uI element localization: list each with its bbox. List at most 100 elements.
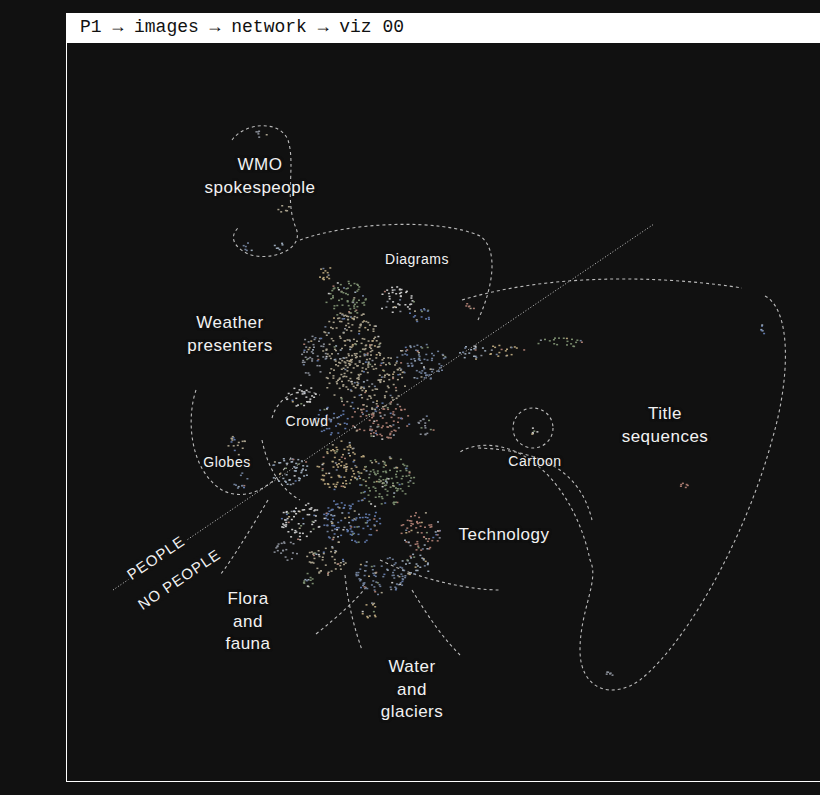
image-dot [326,356,328,358]
cluster-label: Weather presenters [165,312,295,358]
image-dot [427,347,429,349]
image-dot [295,480,297,482]
image-dot [424,425,426,427]
image-dot [304,339,306,341]
image-dot [292,552,294,554]
image-dot [332,328,334,330]
image-dot [410,572,412,574]
image-dot [506,355,508,357]
image-dot [356,365,358,367]
image-dot [306,465,308,467]
image-dot [305,469,307,471]
image-dot [408,531,410,533]
image-dot [333,537,335,539]
image-dot [482,347,484,349]
image-dot [349,364,351,366]
image-dot [311,360,313,362]
image-dot [348,380,350,382]
image-dot [325,358,327,360]
image-dot [400,573,402,575]
image-dot [364,541,366,543]
image-dot [356,382,358,384]
image-dot [290,536,292,538]
image-dot [363,338,365,340]
image-dot [369,615,371,617]
image-dot [409,563,411,565]
image-dot [278,481,280,483]
image-dot [439,537,441,539]
image-dot [402,576,404,578]
image-dot [428,548,430,550]
image-dot [383,408,385,410]
image-dot [360,325,362,327]
image-dot [407,365,409,367]
image-dot [314,339,316,341]
image-dot [361,397,363,399]
image-dot [354,292,356,294]
image-dot [353,386,355,388]
image-dot [362,528,364,530]
image-dot [347,323,349,325]
image-dot [333,483,335,485]
image-dot [394,569,396,571]
image-dot [346,401,348,403]
image-dot [310,340,312,342]
image-dot [307,585,309,587]
image-dot [313,555,315,557]
image-dot [374,394,376,396]
image-dot [408,475,410,477]
image-dot [338,289,340,291]
image-dot [379,481,381,483]
image-dot [378,479,380,481]
image-dot [348,517,350,519]
image-dot [368,340,370,342]
image-dot [281,543,283,545]
image-dot [336,305,338,307]
image-dot [343,507,345,509]
image-dot [365,368,367,370]
image-dot [313,344,315,346]
image-dot [278,462,280,464]
image-dot [244,441,246,443]
image-dot [237,445,239,447]
image-dot [396,490,398,492]
image-dot [278,543,280,545]
image-dot [314,558,316,560]
image-dot [470,308,472,310]
image-dot [465,305,467,307]
image-dot [329,419,331,421]
image-dot [365,298,367,300]
image-dot [341,398,343,400]
image-dot [563,338,565,340]
image-dot [357,384,359,386]
image-dot [359,429,361,431]
image-dot [406,465,408,467]
image-dot [370,471,372,473]
image-dot [349,349,351,351]
image-dot [292,459,294,461]
image-dot [387,407,389,409]
image-dot [408,424,410,426]
image-dot [354,397,356,399]
image-dot [362,613,364,615]
image-dot [326,451,328,453]
image-dot [341,348,343,350]
image-dot [337,365,339,367]
image-dot [334,452,336,454]
image-dot [367,517,369,519]
image-dot [368,514,370,516]
image-dot [532,427,534,429]
image-dot [475,357,477,359]
image-dot [313,528,315,530]
image-dot [410,516,412,518]
image-dot [391,431,393,433]
image-dot [356,341,358,343]
image-dot [329,487,331,489]
image-dot [330,514,332,516]
image-dot [484,350,486,352]
image-dot [369,420,371,422]
people-divider [113,224,654,590]
image-dot [570,343,572,345]
image-dot [375,410,377,412]
image-dot [373,481,375,483]
